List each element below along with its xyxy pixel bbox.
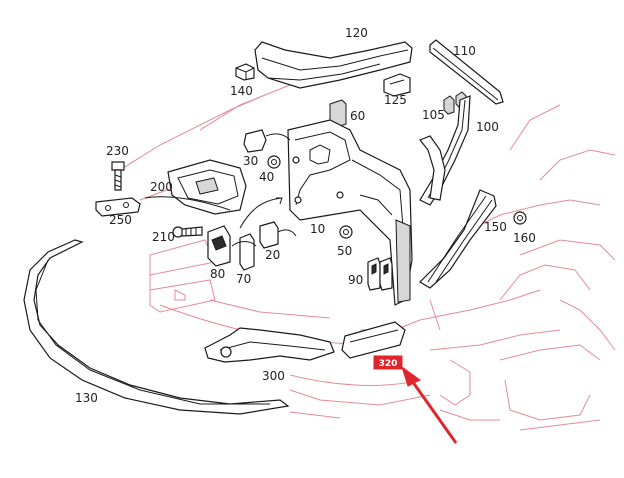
callout-150: 150	[484, 220, 507, 234]
callout-40: 40	[259, 170, 274, 184]
callout-70: 70	[236, 272, 251, 286]
part-160-grommet	[513, 211, 527, 225]
highlight-box[interactable]	[373, 355, 403, 370]
callout-210: 210	[152, 230, 175, 244]
callout-200: 200	[150, 180, 173, 194]
leader-lines	[239, 197, 283, 229]
callout-140: 140	[230, 84, 253, 98]
part-70-clip	[231, 233, 257, 271]
red-arrow-icon	[401, 365, 458, 444]
part-120-rail	[254, 41, 413, 89]
part-140-clip	[235, 63, 255, 81]
callout-60: 60	[350, 109, 365, 123]
callout-105: 105	[422, 108, 445, 122]
part-90-clips	[367, 257, 393, 291]
part-130-bumper-strip	[23, 239, 290, 415]
part-230-bolt	[111, 161, 125, 191]
part-210-screw	[172, 226, 203, 238]
part-250-plate	[95, 197, 141, 217]
part-300-bracket	[204, 321, 406, 363]
part-80-bracket	[207, 225, 231, 267]
part-30-bracket	[243, 129, 291, 153]
callout-250: 250	[109, 213, 132, 227]
part-40-nut	[267, 155, 281, 169]
callout-125: 125	[384, 93, 407, 107]
callout-120: 120	[345, 26, 368, 40]
callout-160: 160	[513, 231, 536, 245]
part-50-nut	[339, 225, 353, 239]
callout-50: 50	[337, 244, 352, 258]
callout-100: 100	[476, 120, 499, 134]
part-110-strip	[429, 39, 504, 105]
highlight-callout[interactable]: 320	[373, 355, 403, 370]
callout-10: 10	[310, 222, 325, 236]
callout-30: 30	[243, 154, 258, 168]
callout-80: 80	[210, 267, 225, 281]
vehicle-body-outline	[119, 59, 616, 431]
callout-300: 300	[262, 369, 285, 383]
callout-230: 230	[106, 144, 129, 158]
highlight-label: 320	[379, 359, 398, 369]
callout-90: 90	[348, 273, 363, 287]
callout-130: 130	[75, 391, 98, 405]
part-150-strut	[419, 189, 497, 289]
part-200-bracket	[144, 159, 247, 215]
callout-labels: 120 110 140 125 105 100 60 230 30 40 200…	[75, 26, 536, 405]
part-10-bracket-assembly	[287, 119, 413, 306]
part-125-bracket	[383, 73, 411, 97]
callout-20: 20	[265, 248, 280, 262]
part-20-plate	[259, 221, 297, 249]
part-100-side-trim	[419, 95, 471, 206]
callout-110: 110	[453, 44, 476, 58]
